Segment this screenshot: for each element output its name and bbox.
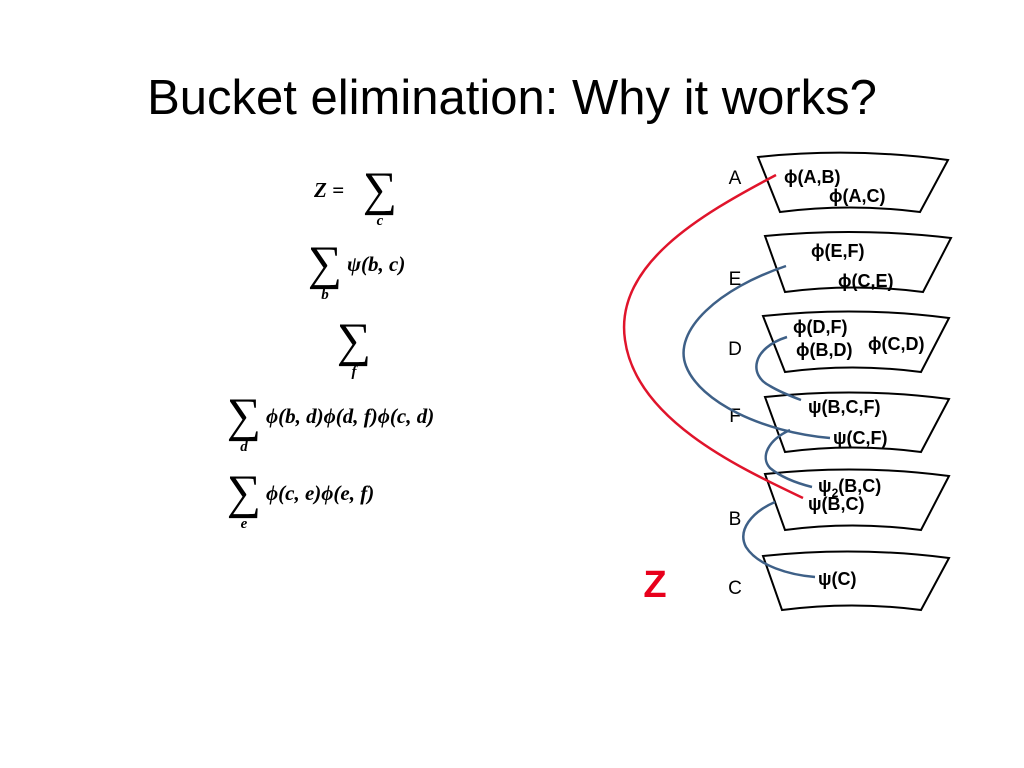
bucket-b-variable: B bbox=[729, 509, 742, 530]
bucket-a-function-2: ϕ(A,C) bbox=[829, 186, 885, 206]
sum-index: b bbox=[321, 287, 329, 303]
bucket-b-function-2: ψ(B,C) bbox=[808, 494, 865, 514]
equation-line-3: ∑ f bbox=[334, 316, 394, 400]
subscript: 2 bbox=[832, 486, 839, 500]
equation-term: ϕ(b, d)ϕ(d, f)ϕ(c, d) bbox=[266, 404, 435, 428]
bucket-f-function-1: ψ(B,C,F) bbox=[808, 397, 881, 417]
label-args: (B,C) bbox=[838, 476, 881, 496]
message-f-to-b bbox=[764, 428, 813, 489]
bucket-d-shape bbox=[761, 310, 951, 374]
message-b-to-c bbox=[742, 500, 816, 579]
bucket-e-function-2: ϕ(C,E) bbox=[838, 271, 894, 291]
bucket-b-shape bbox=[763, 468, 951, 532]
bucket-a-variable: A bbox=[729, 168, 742, 189]
sum-index: d bbox=[240, 439, 248, 455]
sum-index: e bbox=[240, 516, 248, 532]
bucket-e-variable: E bbox=[729, 269, 742, 290]
message-e-to-f bbox=[682, 264, 831, 440]
sum-index: f bbox=[351, 364, 357, 380]
bucket-c-shape bbox=[761, 550, 951, 612]
bucket-f-variable: F bbox=[729, 406, 741, 427]
z-label: Z bbox=[643, 564, 666, 606]
bucket-f-function-2: ψ(C,F) bbox=[833, 428, 888, 448]
sum-symbol: ∑ bbox=[307, 237, 343, 290]
bucket-e-function-1: ϕ(E,F) bbox=[811, 241, 864, 261]
equation-line-5: ∑ e ϕ(c, e)ϕ(e, f) bbox=[224, 468, 444, 552]
sum-index: c bbox=[376, 213, 384, 229]
bucket-b-function-1: ψ2(B,C) bbox=[818, 476, 881, 500]
message-d-to-f bbox=[755, 335, 802, 402]
bucket-d-function-3: ϕ(C,D) bbox=[868, 334, 924, 354]
equation-line-2: ∑ b ψ(b, c) bbox=[305, 239, 465, 323]
bucket-c-function-1: ψ(C) bbox=[818, 569, 857, 589]
sum-symbol: ∑ bbox=[226, 389, 262, 442]
slide-title: Bucket elimination: Why it works? bbox=[147, 71, 877, 125]
sum-symbol: ∑ bbox=[362, 163, 398, 216]
bucket-a-shape bbox=[756, 151, 950, 214]
sum-symbol: ∑ bbox=[226, 466, 262, 519]
bucket-d-function-1: ϕ(D,F) bbox=[793, 317, 847, 337]
psi-symbol: ψ bbox=[818, 476, 832, 496]
equation-term: ϕ(c, e)ϕ(e, f) bbox=[266, 481, 375, 505]
equation-line-4: ∑ d ϕ(b, d)ϕ(d, f)ϕ(c, d) bbox=[224, 391, 524, 475]
bucket-a-function-1: ϕ(A,B) bbox=[784, 167, 840, 187]
equation-lhs: Z = bbox=[314, 178, 345, 202]
bucket-d-variable: D bbox=[728, 339, 742, 360]
message-a-to-b bbox=[622, 173, 804, 500]
bucket-c-variable: C bbox=[728, 578, 742, 599]
equation-term: ψ(b, c) bbox=[347, 252, 406, 276]
sum-symbol: ∑ bbox=[336, 314, 372, 367]
bucket-f-shape bbox=[763, 391, 951, 454]
bucket-e-shape bbox=[763, 230, 953, 294]
equation-line-1: Z = ∑ c bbox=[310, 165, 410, 249]
bucket-d-function-2: ϕ(B,D) bbox=[796, 340, 852, 360]
